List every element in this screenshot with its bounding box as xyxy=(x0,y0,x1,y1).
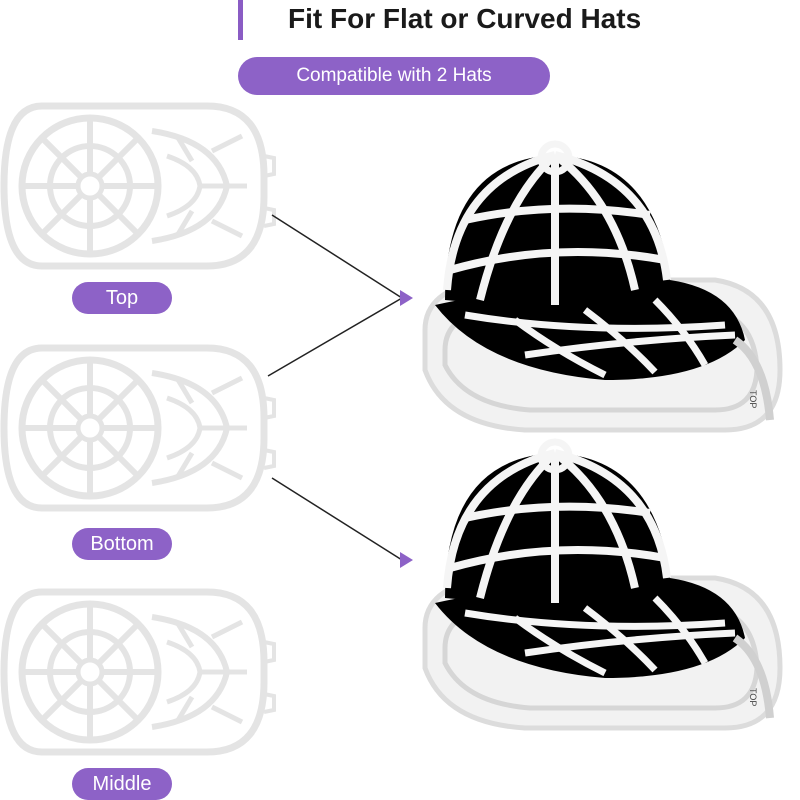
arrow-head-icon xyxy=(400,552,413,568)
arrow-head-icon xyxy=(400,290,413,306)
arrow-line-bottom-b xyxy=(271,477,403,561)
frame-middle xyxy=(4,592,274,752)
arrow-line-top xyxy=(271,214,403,299)
frame-bottom xyxy=(4,348,274,508)
purple-hat-in-frame: TOP xyxy=(425,144,780,430)
label-top: Top xyxy=(72,282,172,314)
title-accent-bar xyxy=(238,0,243,40)
hat-stamp-orange: TOP xyxy=(748,688,758,706)
frame-top xyxy=(4,106,274,266)
label-middle: Middle xyxy=(72,768,172,800)
page-title: Fit For Flat or Curved Hats xyxy=(288,3,642,34)
compatible-badge: Compatible with 2 Hats xyxy=(238,57,550,95)
arrow-line-bottom-a xyxy=(267,297,403,377)
hat-stamp-purple: TOP xyxy=(748,390,758,408)
orange-hat-in-frame: TOP xyxy=(425,442,780,728)
label-bottom: Bottom xyxy=(72,528,172,560)
